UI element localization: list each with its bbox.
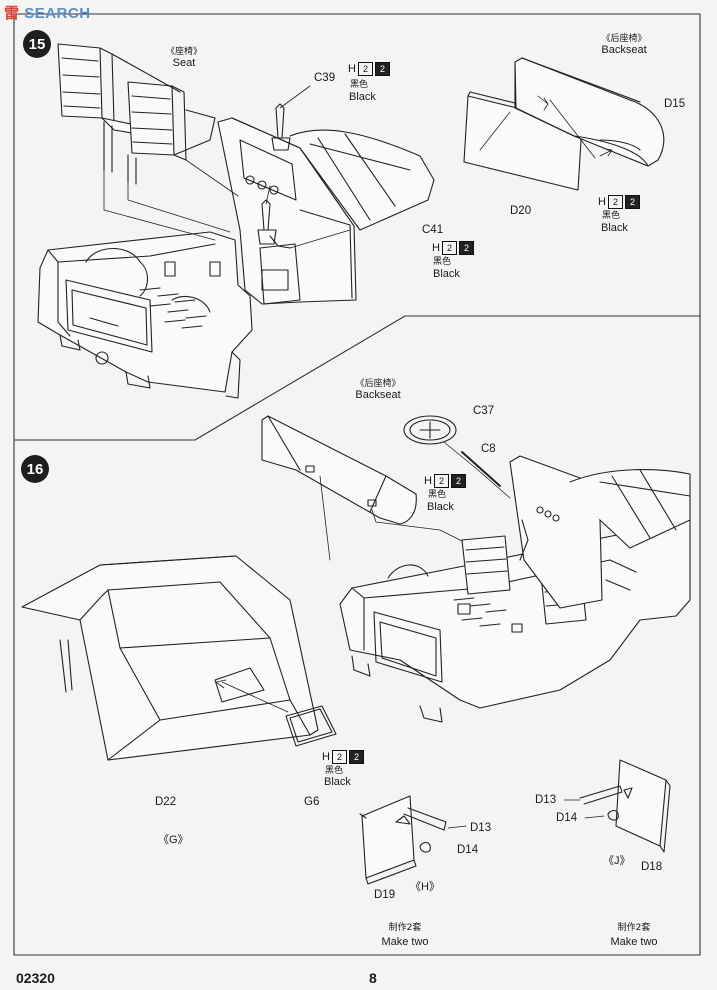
paint-en-backseat: Black <box>601 222 628 234</box>
paint-code-box: 2 <box>607 195 623 209</box>
label-backseat-zh: 《后座椅》 <box>601 34 647 44</box>
paint-letter: H <box>424 475 432 487</box>
step16-bracket-j <box>563 759 671 853</box>
step-number-15: 15 <box>23 30 51 58</box>
sub-assembly-marker-h: 《H》 <box>410 881 440 893</box>
step16-steering <box>403 415 511 499</box>
part-d13-j: D13 <box>535 794 557 806</box>
make-two-zh-j: 制作2套 <box>617 923 651 933</box>
site-watermark: 雷 SEARCH <box>4 2 91 23</box>
watermark-text: SEARCH <box>24 5 91 22</box>
paint-letter: H <box>598 196 606 208</box>
paint-code-box: 2 <box>331 750 347 764</box>
part-c39: C39 <box>314 72 336 84</box>
paint-code-box: 2 <box>433 474 449 488</box>
paint-callout-c39: H 2 2 <box>348 62 390 76</box>
paint-letter: H <box>322 751 330 763</box>
part-g6: G6 <box>304 796 320 808</box>
part-d22: D22 <box>155 796 177 808</box>
step16-backseat <box>261 415 481 561</box>
paint-en-g6: Black <box>324 776 351 788</box>
step-number-16: 16 <box>21 455 49 483</box>
paint-code-box-dark: 2 <box>374 62 390 76</box>
paint-zh-g6: 黑色 <box>325 766 344 776</box>
page-number: 8 <box>369 970 377 986</box>
part-c8: C8 <box>481 443 496 455</box>
part-d20: D20 <box>510 205 532 217</box>
paint-zh-c37: 黑色 <box>428 490 447 500</box>
label-backseat-en-16: Backseat <box>355 389 401 401</box>
step15-backseat <box>463 57 665 191</box>
paint-code-box: 2 <box>357 62 373 76</box>
part-d15: D15 <box>664 98 686 110</box>
part-d14-h: D14 <box>457 844 479 856</box>
paint-code-box: 2 <box>441 241 457 255</box>
paint-letter: H <box>348 63 356 75</box>
paint-callout-c41: H 2 2 <box>432 241 474 255</box>
paint-code-box-dark: 2 <box>348 750 364 764</box>
part-d13-h: D13 <box>470 822 492 834</box>
paint-zh-backseat: 黑色 <box>602 211 621 221</box>
part-d18: D18 <box>641 861 663 873</box>
step16-roof <box>21 555 337 761</box>
label-seat-en: Seat <box>172 57 196 69</box>
step15-body-tub <box>37 231 253 399</box>
make-two-en-j: Make two <box>610 936 658 948</box>
part-c41: C41 <box>422 224 444 236</box>
part-c37: C37 <box>473 405 495 417</box>
paint-code-box-dark: 2 <box>624 195 640 209</box>
label-backseat-zh-16: 《后座椅》 <box>355 379 401 389</box>
label-backseat-en: Backseat <box>601 44 647 56</box>
paint-callout-c37: H 2 2 <box>424 474 466 488</box>
product-code: 02320 <box>16 970 55 986</box>
paint-en-c41: Black <box>433 268 460 280</box>
paint-letter: H <box>432 242 440 254</box>
paint-en-c39: Black <box>349 91 376 103</box>
make-two-en-h: Make two <box>381 936 429 948</box>
paint-zh-c39: 黑色 <box>350 80 369 90</box>
part-d19: D19 <box>374 889 396 901</box>
label-seat-zh: 《座椅》 <box>165 47 203 57</box>
step16-body <box>339 455 691 723</box>
paint-en-c37: Black <box>427 501 454 513</box>
paint-code-box-dark: 2 <box>450 474 466 488</box>
step15-dashboard <box>217 103 435 305</box>
paint-callout-g6: H 2 2 <box>322 750 364 764</box>
step15-seats <box>57 43 216 185</box>
watermark-icon: 雷 <box>4 5 20 22</box>
paint-code-box-dark: 2 <box>458 241 474 255</box>
part-d14-j: D14 <box>556 812 578 824</box>
page-frame <box>13 13 701 956</box>
step15-guides <box>103 85 351 249</box>
make-two-zh-h: 制作2套 <box>388 923 422 933</box>
step16-bracket-h <box>359 795 467 885</box>
sub-assembly-marker-g: 《G》 <box>158 834 189 846</box>
sub-assembly-marker-j: 《J》 <box>603 855 631 867</box>
paint-zh-c41: 黑色 <box>433 257 452 267</box>
paint-callout-backseat: H 2 2 <box>598 195 640 209</box>
